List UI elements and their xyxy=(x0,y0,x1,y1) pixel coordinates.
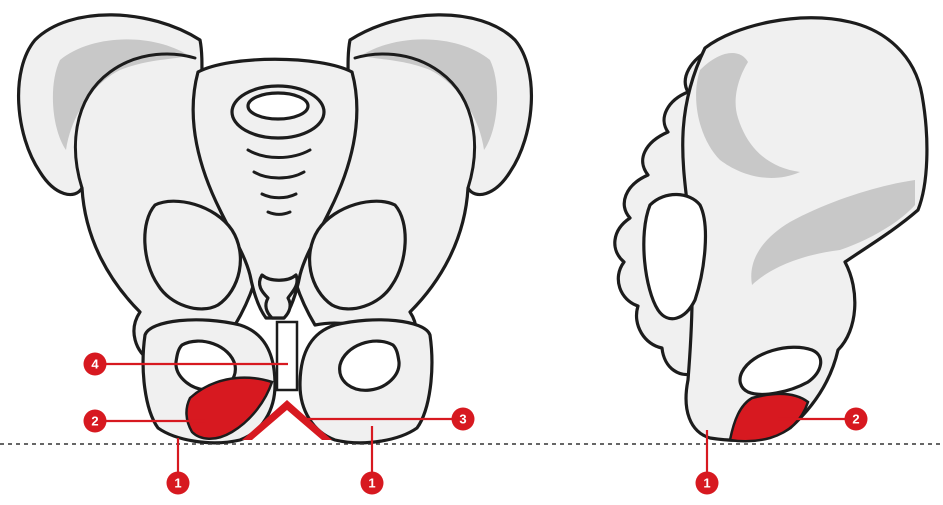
svg-text:1: 1 xyxy=(368,476,375,491)
svg-text:1: 1 xyxy=(174,476,181,491)
pubic-symphysis xyxy=(277,322,297,390)
svg-text:3: 3 xyxy=(459,412,466,427)
greater-sciatic-notch xyxy=(644,194,706,318)
callout-badge-2-side: 2 xyxy=(845,408,868,431)
pelvis-front-view xyxy=(19,15,532,443)
svg-text:2: 2 xyxy=(852,412,859,427)
pelvis-side-view xyxy=(615,18,927,442)
svg-text:2: 2 xyxy=(91,414,98,429)
callout-badge-2-front: 2 xyxy=(84,410,107,433)
callout-badge-4: 4 xyxy=(84,353,107,376)
callout-badge-1-front-right: 1 xyxy=(361,472,384,495)
callout-badge-3: 3 xyxy=(452,408,475,431)
callout-badge-1-side: 1 xyxy=(696,472,719,495)
callout-badge-1-front-left: 1 xyxy=(167,472,190,495)
svg-text:1: 1 xyxy=(703,476,710,491)
svg-text:4: 4 xyxy=(91,357,99,372)
